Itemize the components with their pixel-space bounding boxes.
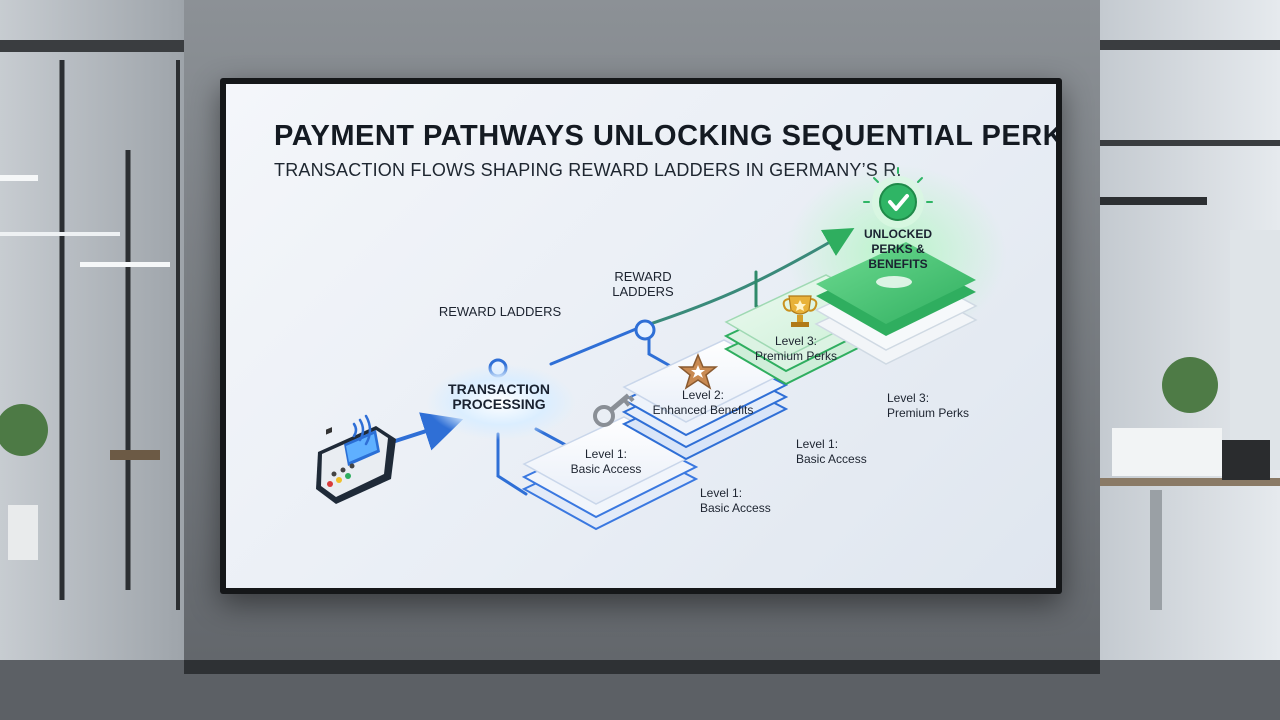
reward-flow-diagram xyxy=(226,84,1056,588)
level-2-desc: Enhanced Benefits xyxy=(638,403,768,418)
side-level-1-desc: Basic Access xyxy=(796,452,896,467)
side-level-3-label: Level 3: Premium Perks xyxy=(887,391,997,421)
hub-label-line-1: TRANSACTION xyxy=(439,382,559,397)
unlocked-line-1: UNLOCKED xyxy=(852,227,944,242)
level-1-title: Level 1: xyxy=(556,447,656,462)
side-level-1b-label: Level 1: Basic Access xyxy=(700,486,800,516)
level-3-desc: Premium Perks xyxy=(746,349,846,364)
side-level-1-title: Level 1: xyxy=(796,437,896,452)
side-level-1b-title: Level 1: xyxy=(700,486,800,501)
level-3-title: Level 3: xyxy=(746,334,846,349)
unlocked-line-2: PERKS & xyxy=(852,242,944,257)
level-3-tile-label: Level 3: Premium Perks xyxy=(746,334,846,364)
unlocked-perks-label: UNLOCKED PERKS & BENEFITS xyxy=(852,227,944,272)
reward-ladders-b-line-2: LADDERS xyxy=(598,284,688,299)
side-level-3-desc: Premium Perks xyxy=(887,406,997,421)
level-2-title: Level 2: xyxy=(638,388,768,403)
side-level-3-title: Level 3: xyxy=(887,391,997,406)
display-monitor: PAYMENT PATHWAYS UNLOCKING SEQUENTIAL PE… xyxy=(220,78,1062,594)
side-level-1b-desc: Basic Access xyxy=(700,501,800,516)
reward-ladders-label-b: REWARD LADDERS xyxy=(598,269,688,299)
unlocked-line-3: BENEFITS xyxy=(852,257,944,272)
hub-label-line-2: PROCESSING xyxy=(439,397,559,412)
reward-ladders-b-line-1: REWARD xyxy=(598,269,688,284)
reward-ladders-label-a: REWARD LADDERS xyxy=(430,304,570,319)
presentation-slide: PAYMENT PATHWAYS UNLOCKING SEQUENTIAL PE… xyxy=(226,84,1056,588)
reward-node-b xyxy=(636,321,654,339)
hub-label: TRANSACTION PROCESSING xyxy=(439,382,559,412)
left-glass-wall xyxy=(0,0,184,660)
level-1-tile-label: Level 1: Basic Access xyxy=(556,447,656,477)
payment-terminal-icon xyxy=(316,426,396,504)
level-1-desc: Basic Access xyxy=(556,462,656,477)
level-2-tile-label: Level 2: Enhanced Benefits xyxy=(638,388,768,418)
side-level-1-label: Level 1: Basic Access xyxy=(796,437,896,467)
